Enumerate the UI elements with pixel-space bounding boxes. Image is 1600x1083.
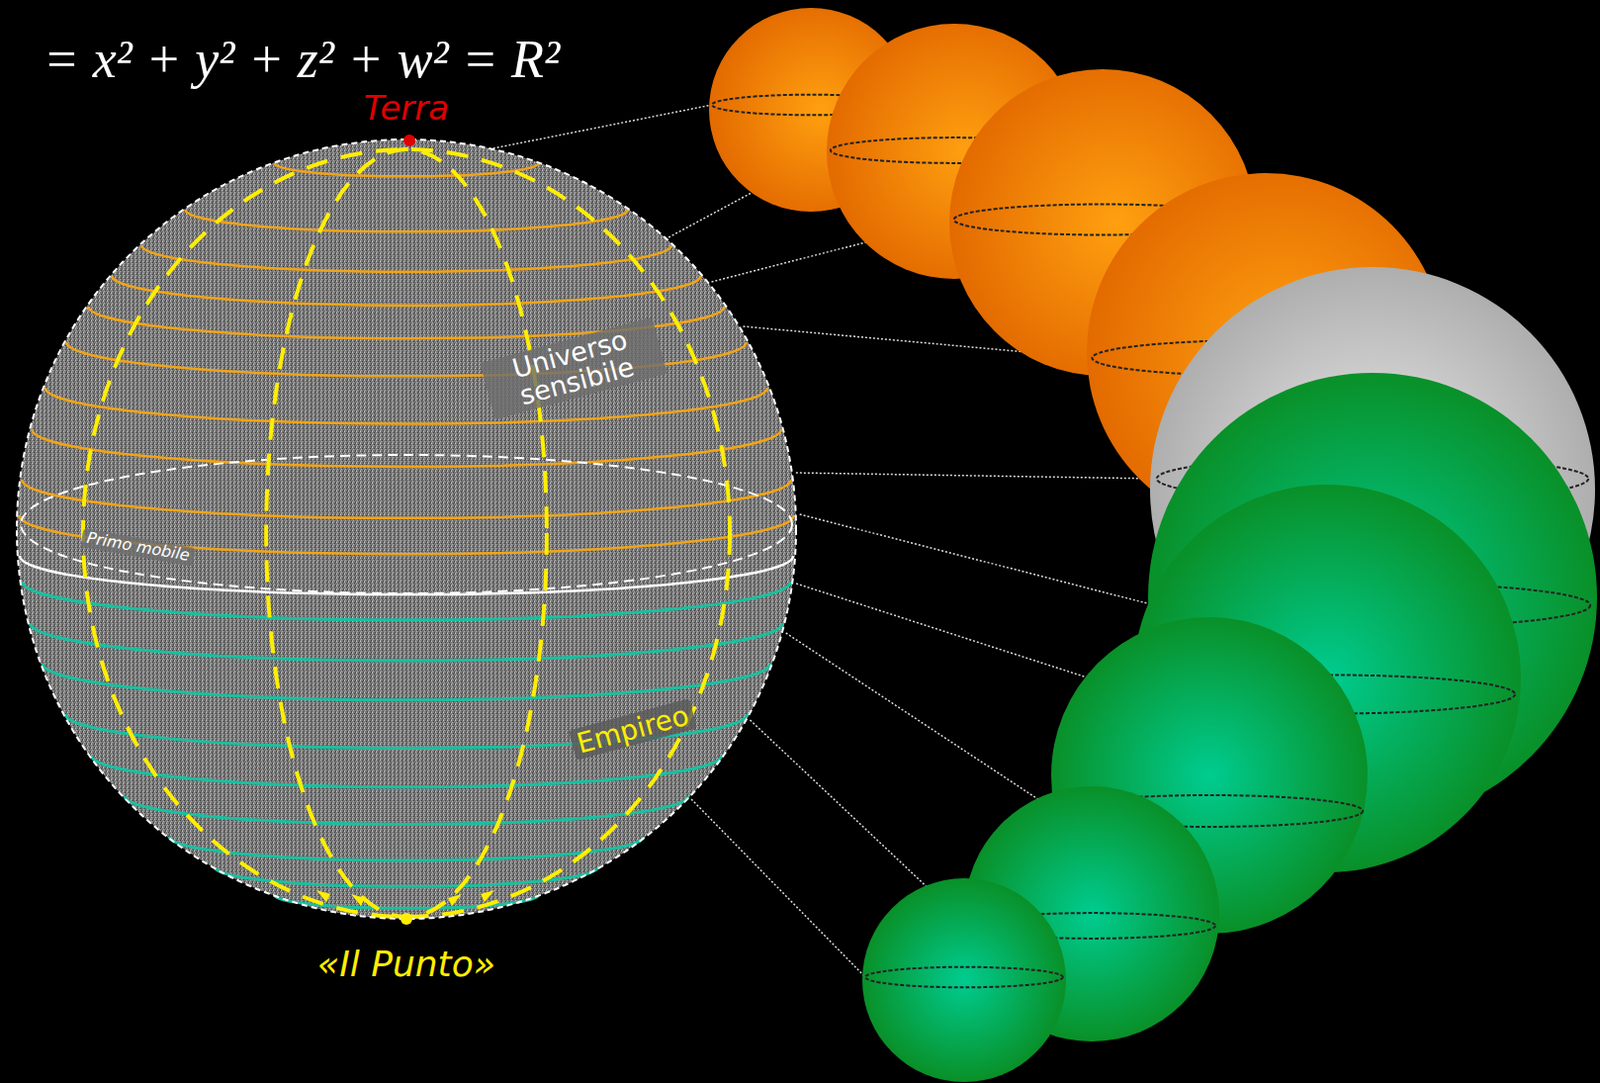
meridian-line	[266, 149, 547, 917]
terra-label: Terra	[363, 90, 449, 127]
equation: = x² + y² + z² + w² = R²	[43, 31, 561, 89]
sphere	[862, 878, 1067, 1082]
latitude-line	[19, 555, 794, 595]
latitude-line	[141, 245, 672, 272]
meridian-arrowhead	[351, 893, 365, 906]
meridian-lines	[83, 149, 730, 917]
leader-line	[691, 799, 866, 978]
leader-line	[800, 514, 1156, 606]
latitude-line	[124, 796, 689, 824]
sphere-section	[865, 967, 1064, 988]
equator-ellipse	[20, 454, 793, 594]
meridian-arrowhead	[480, 889, 495, 902]
leader-line	[786, 632, 1057, 811]
latitude-line	[184, 209, 627, 232]
latitude-line	[22, 581, 792, 621]
leader-line	[796, 472, 1157, 479]
latitude-line	[30, 622, 784, 661]
punto-label: «Il Punto»	[317, 945, 496, 983]
latitude-line	[42, 663, 771, 701]
latitude-line	[45, 387, 768, 425]
universe-sphere	[16, 139, 797, 919]
leader-line	[493, 104, 712, 149]
sphere-outline	[16, 139, 797, 919]
latitude-line	[31, 429, 782, 467]
punto-dot	[400, 912, 413, 925]
latitude-line	[112, 275, 702, 306]
latitude-line	[90, 755, 721, 788]
latitude-line	[21, 479, 792, 519]
sphere-chain	[709, 7, 1598, 1082]
meridian-arrowhead	[447, 893, 462, 906]
meridian-line	[83, 149, 730, 917]
latitude-lines	[18, 163, 795, 908]
terra-dot	[403, 134, 416, 147]
meridian-arrowhead	[316, 889, 331, 902]
latitude-line	[169, 836, 644, 861]
